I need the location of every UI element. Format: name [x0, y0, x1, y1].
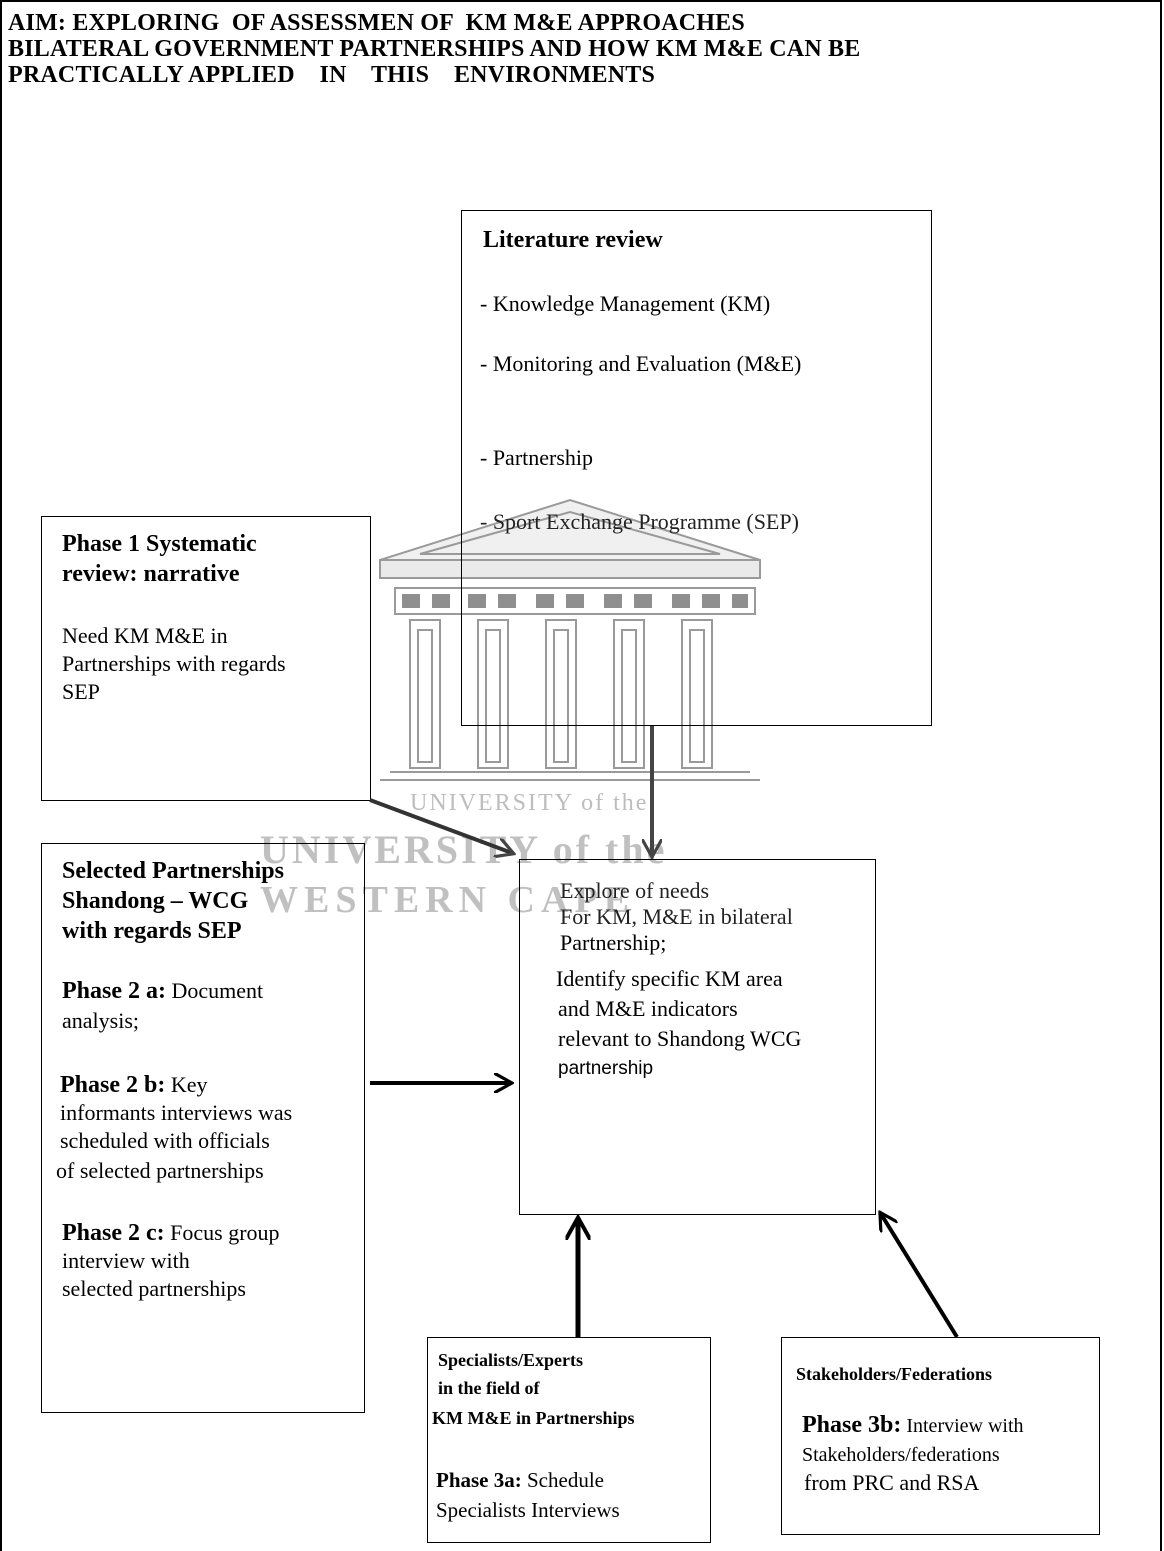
- phase2b-label: Phase 2 b:: [60, 1072, 166, 1098]
- aim-heading: AIM: EXPLORING OF ASSESSMEN OF KM M&E AP…: [8, 10, 1138, 88]
- explore-text: For KM, M&E in bilateral: [560, 904, 793, 929]
- explore-text: Explore of needs: [560, 878, 710, 903]
- stakeholders-text: Stakeholders/federations: [802, 1444, 1000, 1466]
- specialists-text: Specialists/Experts: [438, 1350, 584, 1370]
- specialists-text: KM M&E in Partnerships: [432, 1408, 635, 1428]
- arrow-phase1-to-explore: [369, 798, 512, 853]
- phase2c-line: Phase 2 c: Focus group: [62, 1220, 280, 1247]
- aim-line-1: AIM: EXPLORING OF ASSESSMEN OF KM M&E AP…: [8, 10, 745, 36]
- selected-title: with regards SEP: [62, 918, 242, 944]
- phase1-title: Phase 1 Systematic: [62, 531, 257, 557]
- phase3a-label: Phase 3a:: [436, 1468, 522, 1492]
- literature-item: - Monitoring and Evaluation (M&E): [480, 351, 802, 376]
- phase2c-label: Phase 2 c:: [62, 1220, 165, 1246]
- phase3b-text: Interview with: [901, 1415, 1024, 1437]
- phase2a-label: Phase 2 a:: [62, 978, 166, 1004]
- selected-partnerships-box: Selected Partnerships Shandong – WCG wit…: [41, 843, 365, 1413]
- phase3a-line: Phase 3a: Schedule: [436, 1468, 604, 1493]
- stakeholders-box: Stakeholders/Federations Phase 3b: Inter…: [781, 1337, 1100, 1535]
- explore-text: Partnership;: [560, 930, 667, 955]
- phase2b-line: Phase 2 b: Key: [60, 1072, 208, 1099]
- literature-title: Literature review: [483, 227, 663, 253]
- phase2b-text: of selected partnerships: [56, 1158, 264, 1183]
- phase2b-text: informants interviews was: [60, 1100, 293, 1125]
- explore-text: Identify specific KM area: [556, 966, 783, 991]
- specialists-text: in the field of: [438, 1378, 540, 1398]
- phase2a-line: Phase 2 a: Document: [62, 978, 263, 1005]
- literature-item: - Sport Exchange Programme (SEP): [480, 509, 799, 534]
- specialists-text: Specialists Interviews: [436, 1498, 620, 1522]
- phase3a-text: Schedule: [521, 1468, 604, 1492]
- aim-line-3: PRACTICALLY APPLIED IN THIS ENVIRONMENTS: [8, 62, 656, 88]
- phase2c-text: selected partnerships: [62, 1276, 246, 1301]
- explore-text: partnership: [558, 1058, 654, 1079]
- selected-title: Shandong – WCG: [62, 888, 249, 914]
- arrow-stakeholders-to-explore: [881, 1214, 959, 1339]
- literature-review-box: Literature review - Knowledge Management…: [461, 210, 932, 726]
- stakeholders-title: Stakeholders/Federations: [796, 1364, 992, 1384]
- phase2b-text: Key: [165, 1072, 208, 1097]
- phase2c-text: Focus group: [164, 1220, 280, 1245]
- phase3b-label: Phase 3b:: [802, 1412, 902, 1438]
- phase1-title: review: narrative: [62, 561, 240, 587]
- literature-item: - Partnership: [480, 445, 594, 470]
- phase1-text: SEP: [62, 679, 100, 704]
- specialists-box: Specialists/Experts in the field of KM M…: [427, 1337, 711, 1543]
- phase1-text: Need KM M&E in: [62, 623, 228, 648]
- phase2c-text: interview with: [62, 1248, 190, 1273]
- phase1-text: Partnerships with regards: [62, 651, 286, 676]
- phase2a-text: Document: [166, 978, 264, 1003]
- phase1-box: Phase 1 Systematic review: narrative Nee…: [41, 516, 371, 801]
- stakeholders-text: from PRC and RSA: [804, 1470, 980, 1495]
- explore-text: relevant to Shandong WCG: [558, 1026, 802, 1051]
- phase2a-text: analysis;: [62, 1008, 139, 1033]
- aim-line-2: BILATERAL GOVERNMENT PARTNERSHIPS AND HO…: [8, 36, 861, 62]
- explore-text: and M&E indicators: [558, 996, 738, 1021]
- explore-needs-box: Explore of needs For KM, M&E in bilatera…: [519, 859, 876, 1215]
- phase2b-text: scheduled with officials: [60, 1128, 270, 1153]
- phase3b-line: Phase 3b: Interview with: [802, 1412, 1024, 1439]
- selected-title: Selected Partnerships: [62, 858, 284, 884]
- literature-item: - Knowledge Management (KM): [480, 291, 771, 316]
